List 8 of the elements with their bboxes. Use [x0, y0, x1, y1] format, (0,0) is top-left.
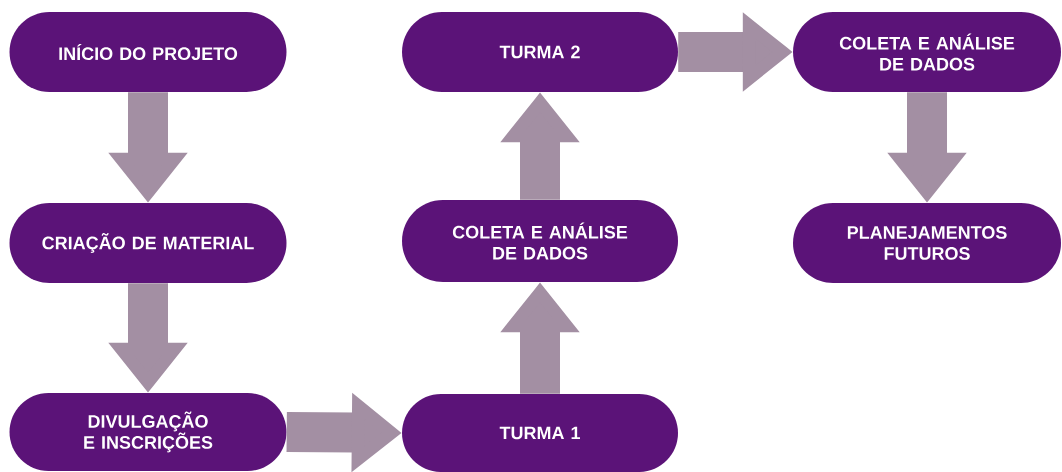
process-pill: INÍCIO DO PROJETO — [9, 12, 287, 92]
process-pill: PLANEJAMENTOS FUTUROS — [793, 203, 1061, 283]
process-pill: TURMA 2 — [402, 12, 678, 92]
process-pill: COLETA E ANÁLISE DE DADOS — [402, 200, 678, 282]
process-pill: TURMA 1 — [402, 394, 678, 472]
process-pill: CRIAÇÃO DE MATERIAL — [9, 203, 287, 283]
process-pill: COLETA E ANÁLISE DE DADOS — [793, 12, 1061, 92]
process-pill: DIVULGAÇÃO E INSCRIÇÕES — [9, 393, 287, 471]
